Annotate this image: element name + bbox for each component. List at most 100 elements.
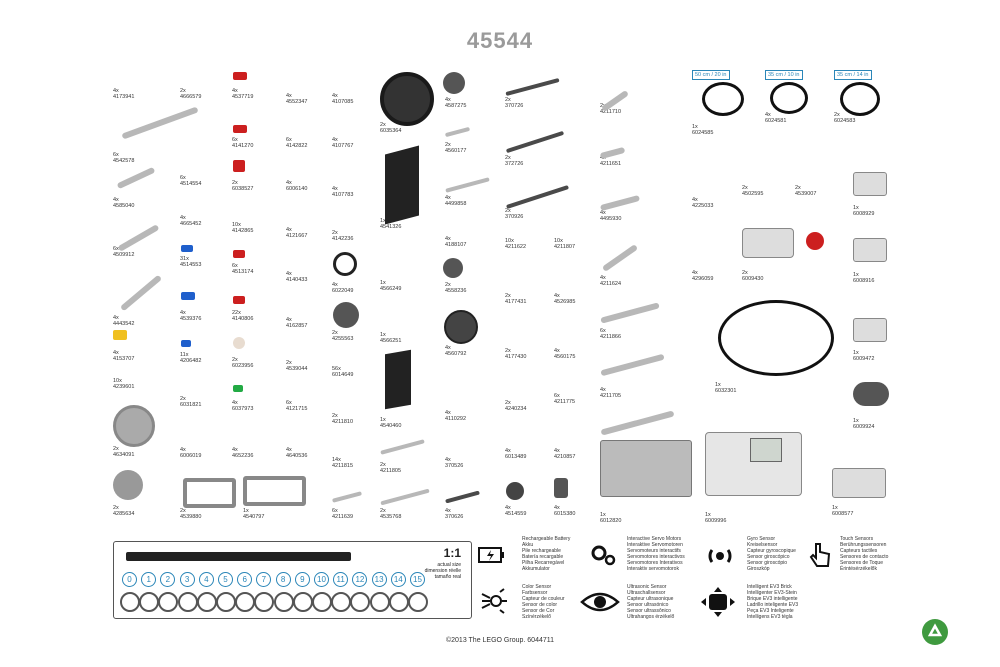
part-quantity: 4x: [445, 97, 451, 103]
part-id: 6038527: [232, 186, 254, 192]
part-quantity: 2x: [445, 142, 451, 148]
part-quantity: 4x: [332, 137, 338, 143]
ruler-number: 8: [275, 572, 291, 587]
part-quantity: 4x: [286, 271, 292, 277]
part-id: 6024585: [692, 130, 714, 136]
liftarm-beam-shape: [600, 410, 675, 436]
part-quantity: 4x: [232, 88, 238, 94]
eye-icon: [580, 590, 620, 618]
axle-shape: [331, 491, 363, 503]
part-id: 6015380: [554, 511, 576, 517]
part-quantity: 4x: [332, 93, 338, 99]
copyright-text: ©2013 The LEGO Group. 6044711: [445, 637, 555, 644]
liftarm-beam-shape: [116, 166, 156, 190]
part-quantity: 2x: [113, 505, 119, 511]
part-id: 370926: [505, 214, 524, 220]
motor-hub-shape: [806, 232, 824, 250]
part-quantity: 6x: [332, 508, 338, 514]
part-id: 6032301: [715, 388, 737, 394]
liftarm-beam-shape: [121, 106, 199, 140]
part-id: 4211866: [600, 334, 622, 340]
part-id: 6009472: [853, 356, 875, 362]
part-quantity: 4x: [445, 195, 451, 201]
ev3-screen-shape: [750, 438, 782, 462]
part-id: 4142865: [232, 228, 254, 234]
part-id: 6031821: [180, 402, 202, 408]
part-quantity: 2x: [380, 462, 386, 468]
part-quantity: 4x: [445, 236, 451, 242]
part-quantity: 1x: [600, 512, 606, 518]
part-quantity: 2x: [505, 400, 511, 406]
part-quantity: 2x: [180, 508, 186, 514]
axle-shape: [505, 77, 560, 97]
part-id: 4177431: [505, 299, 527, 305]
frame-shape: [183, 478, 236, 508]
part-id: 4211622: [505, 244, 527, 250]
ruler-number: 3: [179, 572, 195, 587]
part-id: 4539007: [795, 191, 817, 197]
part-id: 6009996: [705, 518, 727, 524]
part-id: 4552347: [286, 99, 308, 105]
part-id: 4537719: [232, 94, 254, 100]
part-id: 4107767: [332, 143, 354, 149]
part-quantity: 1x: [853, 205, 859, 211]
gear-shape: [444, 310, 478, 344]
brick-icon: [700, 586, 736, 617]
liftarm-beam-shape: [119, 274, 163, 312]
part-quantity: 2x: [380, 122, 386, 128]
part-id: 4177430: [505, 354, 527, 360]
ruler-ring: [273, 592, 294, 612]
part-id: 6006019: [180, 453, 202, 459]
part-quantity: 4x: [692, 270, 698, 276]
ruler-number: 6: [237, 572, 253, 587]
part-quantity: 4x: [554, 448, 560, 454]
part-id: 6014649: [332, 372, 354, 378]
part-id: 370726: [505, 103, 524, 109]
part-quantity: 2x: [332, 330, 338, 336]
pin-yellow-shape: [113, 330, 127, 340]
part-id: 4140433: [286, 277, 308, 283]
ruler-ring: [254, 592, 275, 612]
part-id: 4558236: [445, 288, 467, 294]
part-id: 6013489: [505, 454, 527, 460]
part-quantity: 2x: [834, 112, 840, 118]
part-id: 4211651: [600, 161, 622, 167]
ruler-number: 10: [314, 572, 329, 587]
part-id: 4539044: [286, 366, 308, 372]
ball-shape: [233, 337, 245, 349]
ruler-ring: [408, 592, 428, 612]
large-motor-shape: [742, 228, 794, 258]
ruler-ring: [388, 592, 409, 612]
part-id: 4560177: [445, 148, 467, 154]
ruler-number: 5: [218, 572, 233, 587]
color-sensor-icon: [480, 588, 508, 616]
